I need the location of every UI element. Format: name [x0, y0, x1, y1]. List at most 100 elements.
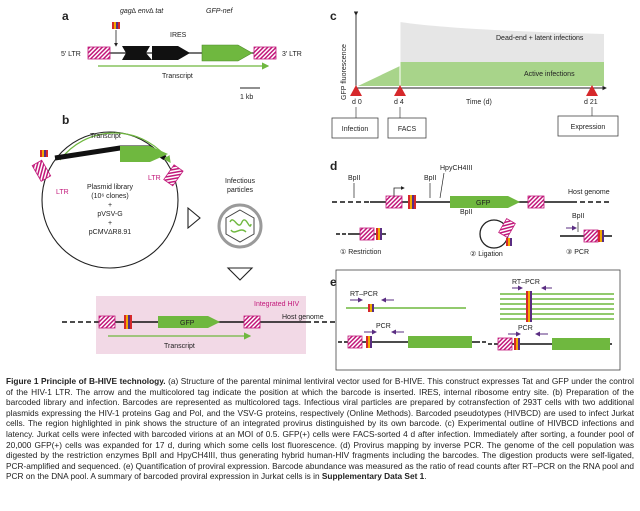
d-gfp-arrow	[450, 196, 520, 208]
infection-label: Infection	[342, 126, 369, 133]
panel-d: d BpII BpII HpyCH4III GFP Host genome	[330, 159, 612, 258]
bpll-left-label: BpII	[348, 175, 361, 182]
gag-env-block	[122, 46, 152, 60]
d-promoter-arrow	[393, 186, 405, 196]
caption-end: .	[424, 471, 427, 482]
active-label: Active infections	[524, 71, 575, 78]
barcode-tag-b	[40, 150, 48, 157]
pcr-left-dna	[338, 335, 488, 349]
gfp-nef-label: GFP-nef	[206, 8, 234, 15]
library-line1: Plasmid library	[87, 184, 133, 191]
tat-arrow	[152, 46, 190, 60]
bpll-mid-label: BpII	[424, 175, 437, 182]
d21-label: d 21	[584, 99, 598, 106]
facs-box	[387, 117, 427, 139]
cmv-label: pCMV∆R8.91	[89, 229, 132, 236]
d4-marker	[394, 85, 406, 96]
pcr-right-dna	[488, 337, 612, 351]
panel-c: c GFP fluorescence Dead-end + latent inf…	[330, 9, 619, 139]
barcode-tag-ligation	[506, 238, 512, 246]
rt-pcr-left-label: RT–PCR	[350, 291, 378, 298]
time-label: Time (d)	[466, 99, 492, 106]
barcode-tag-d	[408, 195, 416, 209]
panel-label-b: b	[62, 113, 69, 127]
pcr-right-label: PCR	[518, 325, 533, 332]
integrated-transcript-label: Transcript	[164, 343, 195, 350]
ltr-left-label: LTR	[56, 189, 69, 196]
library-line2: (10⁶ clones)	[91, 193, 129, 200]
infection-box	[331, 117, 379, 139]
panel-b: b Transcript LTR LTR Plasmid library (10…	[31, 113, 336, 354]
d4-label: d 4	[394, 99, 404, 106]
vsvg-label: pVSV-G	[97, 211, 122, 218]
ires-label: IRES	[170, 32, 187, 39]
d-ltr-right	[527, 195, 545, 209]
rt-left-barcode	[368, 304, 374, 312]
panel-e-frame	[335, 269, 621, 371]
active-infections-area	[400, 62, 604, 86]
transcript-arc	[59, 132, 171, 163]
plasmid-ltr-left	[31, 159, 52, 182]
step-pcr-label: ③ PCR	[566, 248, 589, 256]
d0-marker	[350, 85, 362, 96]
ltr3-box	[253, 46, 277, 60]
hpych-tick	[439, 172, 445, 199]
arrow-to-particles	[187, 206, 201, 230]
caption-head: Figure 1 Principle of B-HIVE technology.	[6, 376, 166, 386]
ltr5-label: 5′ LTR	[61, 51, 81, 58]
facs-label: FACS	[398, 126, 417, 133]
d-ltr-left	[385, 195, 403, 209]
hpych-label: HpyCH4III	[440, 165, 472, 172]
bpll-ligation-label: BpII	[460, 209, 473, 216]
integrated-hiv-label: Integrated HIV	[254, 301, 299, 308]
barcode-tag-integrated	[124, 315, 132, 329]
ligation-ltr	[498, 218, 516, 238]
virus-particle-icon	[217, 203, 263, 249]
ltr-right-label: LTR	[148, 175, 161, 182]
d-gfp-label: GFP	[476, 200, 491, 207]
panel-a: a gag∆ env∆ tat GFP-nef IRES 5′ LTR 3′ L…	[61, 8, 302, 101]
panel-label-a: a	[62, 9, 69, 23]
expression-label: Expression	[571, 124, 606, 131]
caption-body: (a) Structure of the parental minimal le…	[6, 376, 634, 482]
integrated-gfp-arrow	[158, 316, 220, 328]
plasmid-gfp-arrow	[120, 146, 168, 162]
plasmid-ltr-right	[163, 164, 184, 187]
plasmid-circle	[41, 131, 179, 269]
pcr-fragment	[560, 222, 612, 243]
dead-end-label: Dead-end + latent infections	[496, 35, 584, 42]
step-restriction-label: ① Restriction	[340, 248, 381, 256]
ltr3-label: 3′ LTR	[282, 51, 302, 58]
integrated-ltr-left	[98, 315, 116, 329]
rt-pcr-right-label: RT–PCR	[512, 279, 540, 286]
plus-1: +	[108, 202, 112, 209]
integrated-ltr-right	[243, 315, 261, 329]
d21-marker	[586, 85, 598, 96]
bpll-pcr-label: BpII	[572, 213, 585, 220]
panel-label-e: e	[330, 275, 337, 289]
panel-label-c: c	[330, 9, 337, 23]
figure-caption: Figure 1 Principle of B-HIVE technology.…	[6, 376, 634, 482]
panel-e: e RT–PCR PCR RT–PCR	[330, 269, 621, 371]
scale-label: 1 kb	[240, 94, 253, 101]
restriction-fragment	[336, 227, 386, 241]
caption-supplementary-link[interactable]: Supplementary Data Set 1	[321, 471, 425, 482]
gfp-fluorescence-ylabel: GFP fluorescence	[341, 44, 348, 100]
figure: a gag∆ env∆ tat GFP-nef IRES 5′ LTR 3′ L…	[31, 8, 621, 371]
gag-env-tat-label: gag∆ env∆ tat	[120, 8, 164, 15]
dead-end-area	[400, 22, 604, 64]
host-genome-label-b: Host genome	[282, 314, 324, 321]
active-rise-area	[358, 22, 400, 86]
arrow-to-integration	[226, 267, 254, 281]
gfp-nef-arrow	[201, 44, 253, 62]
expression-box	[557, 115, 619, 137]
plus-2: +	[108, 220, 112, 227]
transcript-label-b: Transcript	[90, 133, 121, 140]
d0-label: d 0	[352, 99, 362, 106]
pcr-left-label: PCR	[376, 323, 391, 330]
panel-label-d: d	[330, 159, 337, 173]
transcript-label-a: Transcript	[162, 73, 193, 80]
step-ligation-label: ② Ligation	[470, 250, 503, 258]
infectious-label-1: Infectious	[225, 178, 255, 185]
infectious-label-2: particles	[227, 187, 254, 194]
